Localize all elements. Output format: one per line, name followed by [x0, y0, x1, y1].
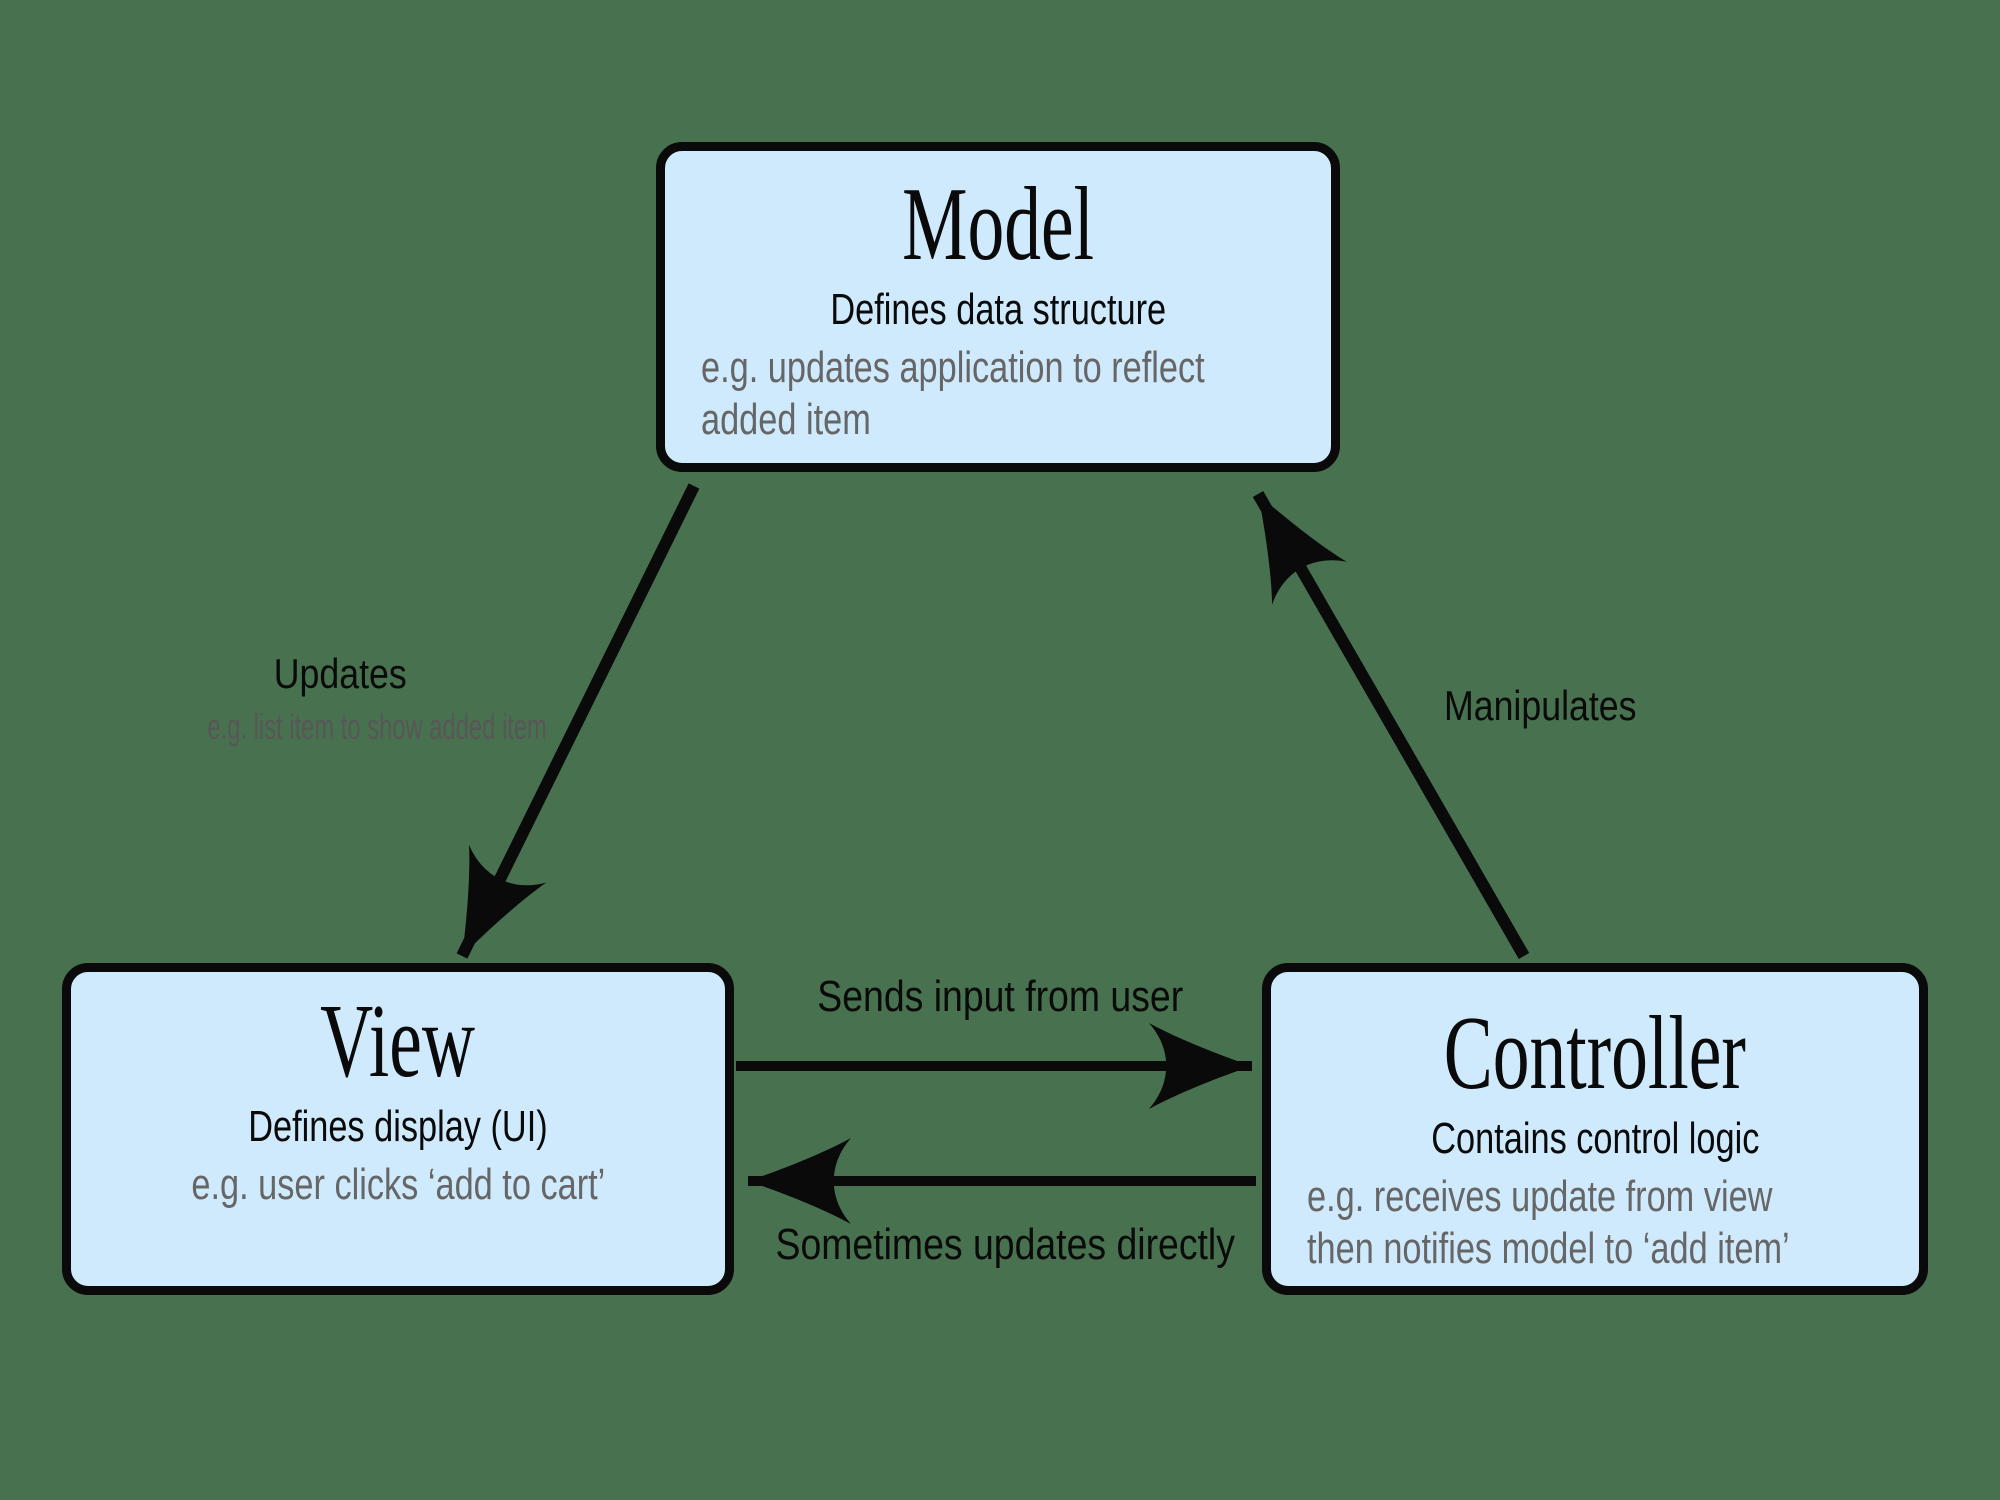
model-subtitle: Defines data structure: [830, 285, 1166, 335]
controller-example-line1: e.g. receives update from view: [1307, 1172, 1773, 1222]
model-example-line1: e.g. updates application to reflect: [701, 343, 1205, 393]
controller-box: Controller Contains control logic e.g. r…: [1262, 963, 1928, 1295]
view-example-line1: e.g. user clicks ‘add to cart’: [191, 1160, 605, 1210]
manipulates-arrow-label: Manipulates: [1443, 682, 1637, 729]
controller-subtitle: Contains control logic: [1430, 1114, 1760, 1164]
updates-arrow-label: Updates: [273, 650, 407, 697]
view-subtitle: Defines display (UI): [248, 1102, 548, 1152]
controller-title: Controller: [1443, 994, 1747, 1111]
arrow-model-to-view: [456, 483, 700, 959]
controller-example-line2: then notifies model to ‘add item’: [1307, 1224, 1790, 1274]
model-example-line2: added item: [701, 395, 871, 445]
sometimes-updates-arrow-label: Sometimes updates directly: [775, 1220, 1235, 1269]
view-title: View: [320, 982, 476, 1099]
model-title: Model: [902, 165, 1094, 282]
updates-arrow-sublabel: e.g. list item to show added item: [207, 706, 547, 747]
model-box: Model Defines data structure e.g. update…: [656, 142, 1340, 472]
sends-input-arrow-label: Sends input from user: [817, 972, 1183, 1021]
view-box: View Defines display (UI) e.g. user clic…: [62, 963, 734, 1295]
arrow-controller-to-model: [1252, 491, 1530, 959]
